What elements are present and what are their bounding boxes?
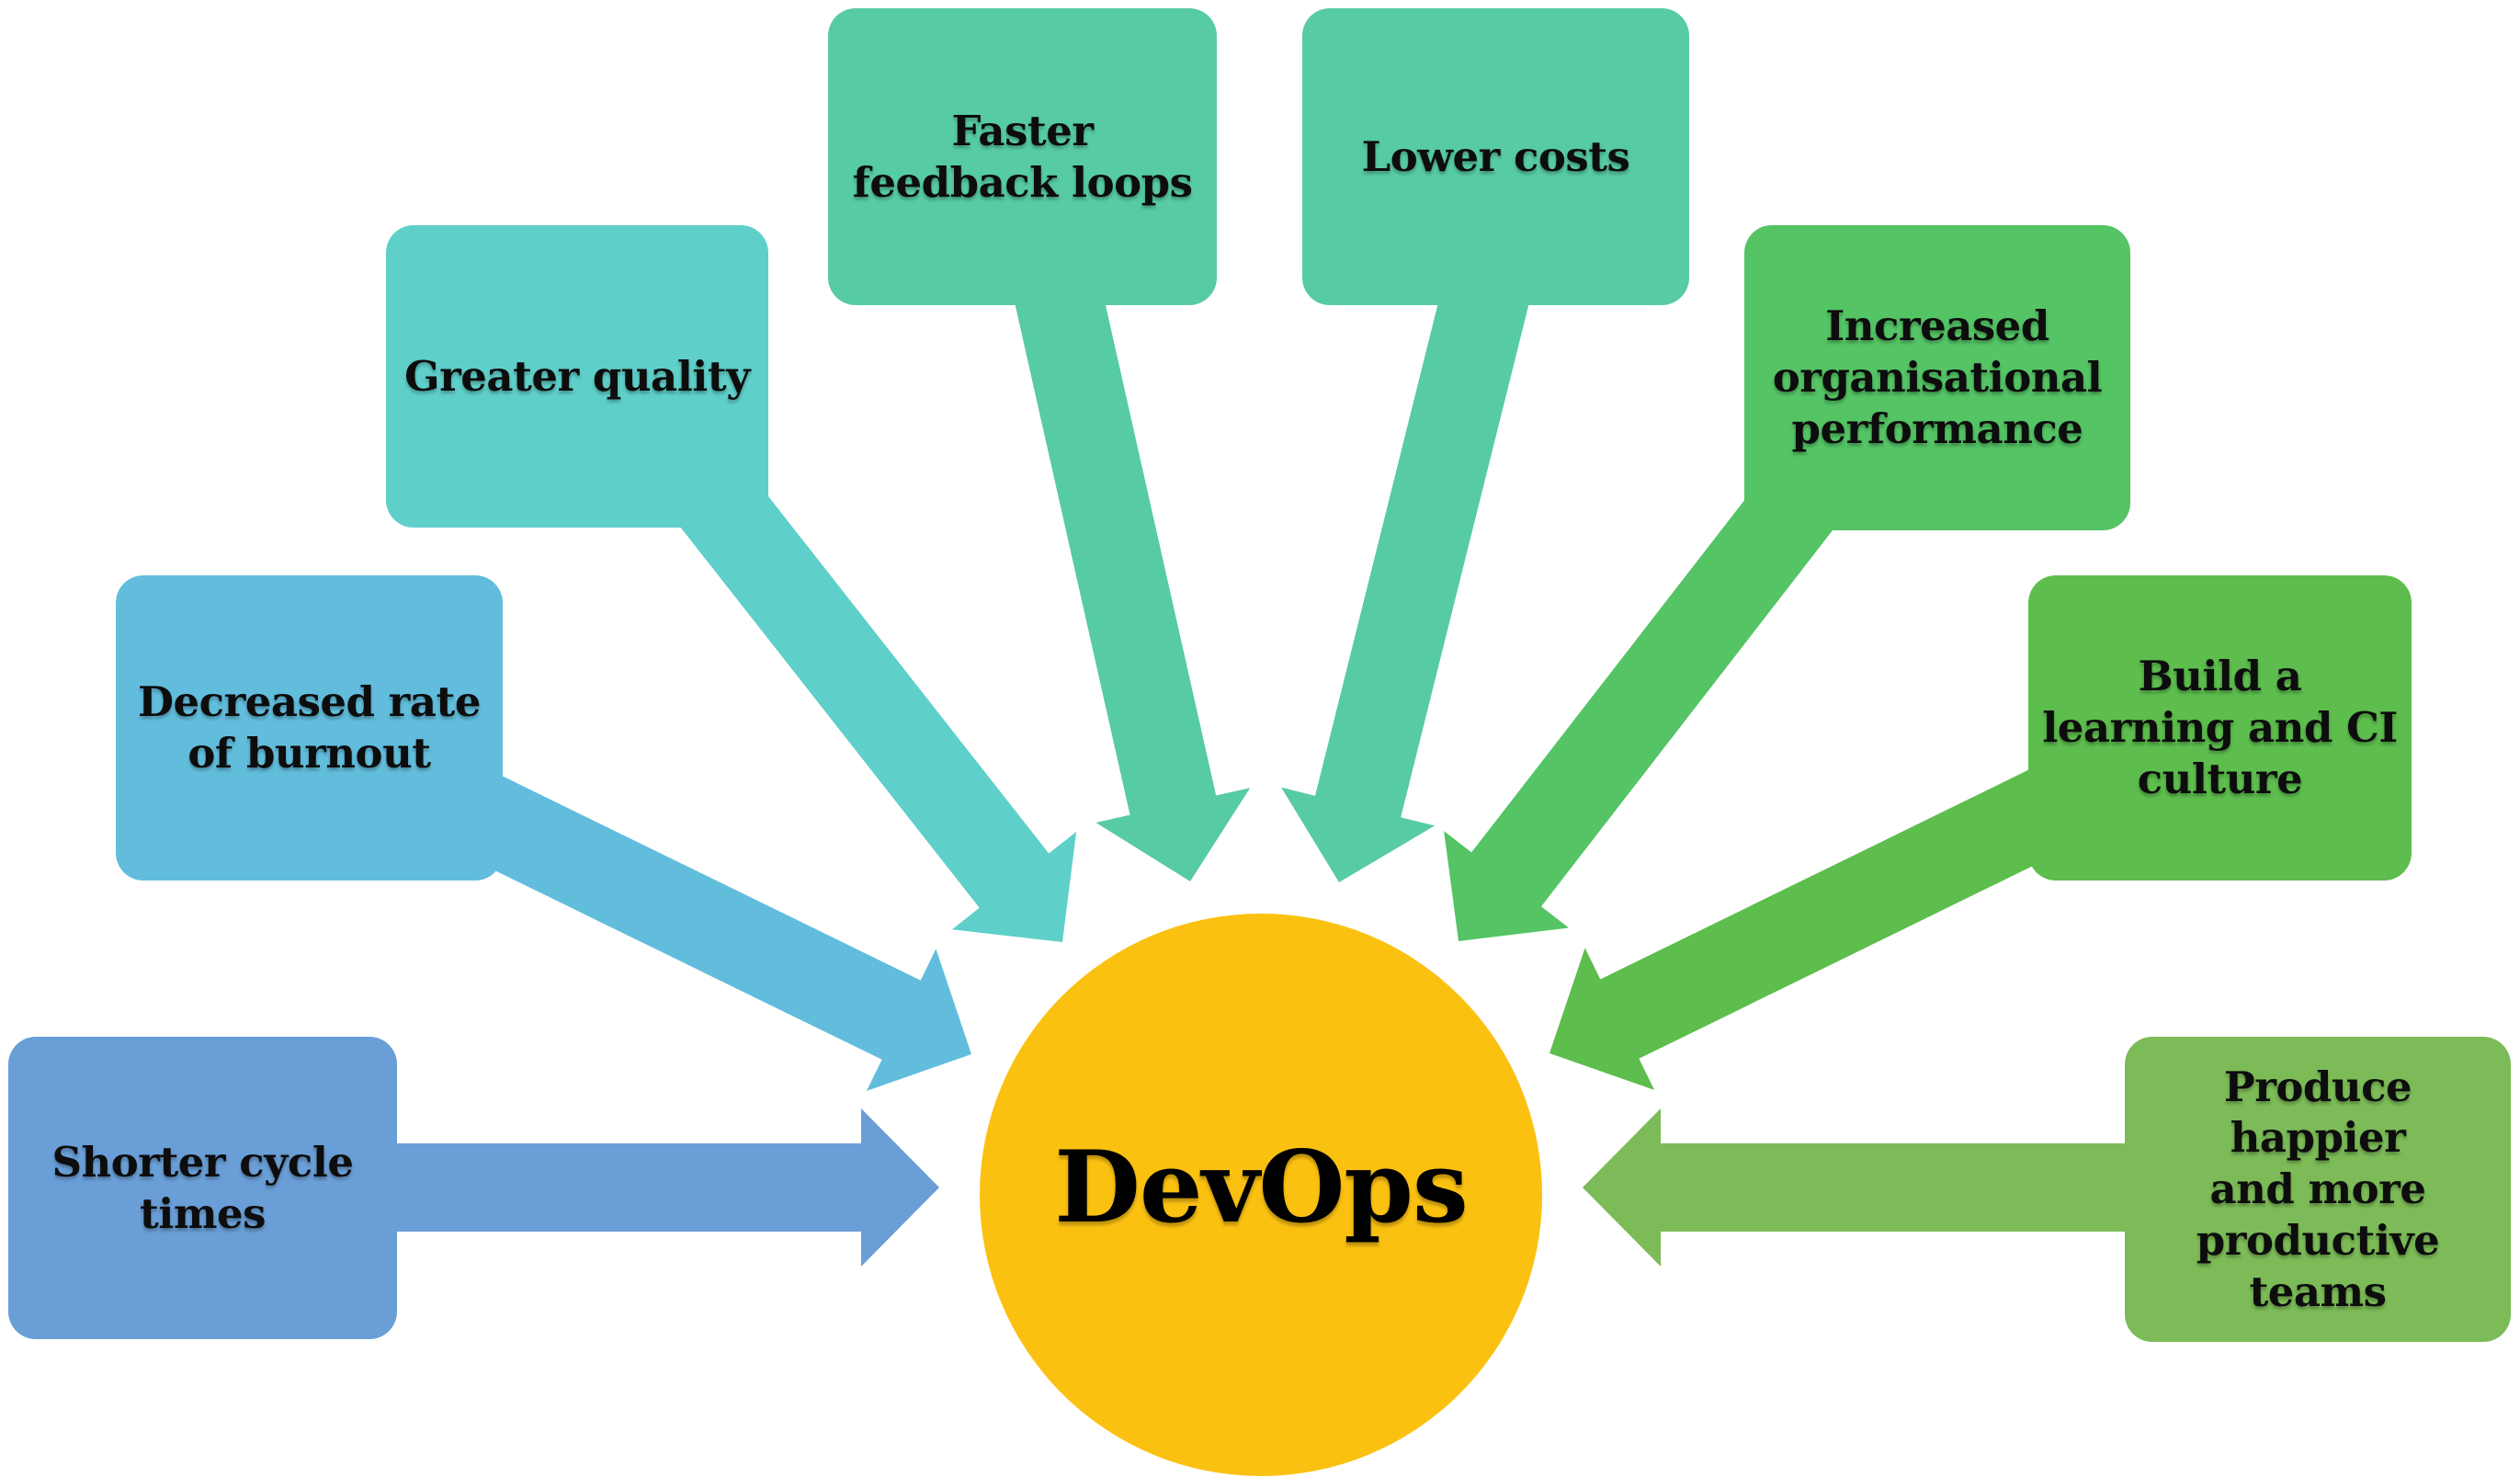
arrow-decreased-rate-of-burnout xyxy=(439,764,971,1091)
benefit-box-decreased-rate-of-burnout: Decreased rate of burnout xyxy=(116,575,503,881)
benefit-label: Produce happier and more productive team… xyxy=(2196,1062,2440,1316)
benefit-label: Increased organisational performance xyxy=(1772,301,2103,453)
benefit-box-lower-costs: Lower costs xyxy=(1302,8,1689,305)
benefit-box-shorter-cycle-times: Shorter cycle times xyxy=(8,1037,397,1339)
benefit-label: Faster feedback loops xyxy=(852,106,1193,207)
arrow-increased-organisational-performance xyxy=(1444,469,1838,942)
benefit-label: Shorter cycle times xyxy=(51,1137,354,1238)
benefit-box-greater-quality: Greater quality xyxy=(386,225,768,528)
devops-circle xyxy=(980,914,1542,1476)
benefit-label: Build a learning and CI culture xyxy=(2042,652,2398,803)
arrow-build-learning-ci-culture xyxy=(1549,764,2079,1090)
benefit-box-produce-happier-teams: Produce happier and more productive team… xyxy=(2125,1037,2511,1342)
arrow-shorter-cycle-times xyxy=(368,1108,939,1267)
arrow-faster-feedback-loops xyxy=(1014,279,1251,881)
hub-group xyxy=(980,914,1542,1476)
devops-label: DevOps xyxy=(1054,1130,1469,1245)
benefit-label: Greater quality xyxy=(404,351,750,401)
arrows-group xyxy=(368,278,2151,1267)
arrow-lower-costs xyxy=(1281,278,1530,882)
benefit-label: Lower costs xyxy=(1361,131,1630,181)
benefit-box-increased-organisational-performance: Increased organisational performance xyxy=(1744,225,2130,530)
benefit-box-build-learning-ci-culture: Build a learning and CI culture xyxy=(2028,575,2412,881)
benefit-box-faster-feedback-loops: Faster feedback loops xyxy=(828,8,1217,305)
arrow-greater-quality xyxy=(677,469,1077,942)
arrow-produce-happier-teams xyxy=(1583,1108,2151,1267)
benefit-label: Decreased rate of burnout xyxy=(138,677,481,778)
